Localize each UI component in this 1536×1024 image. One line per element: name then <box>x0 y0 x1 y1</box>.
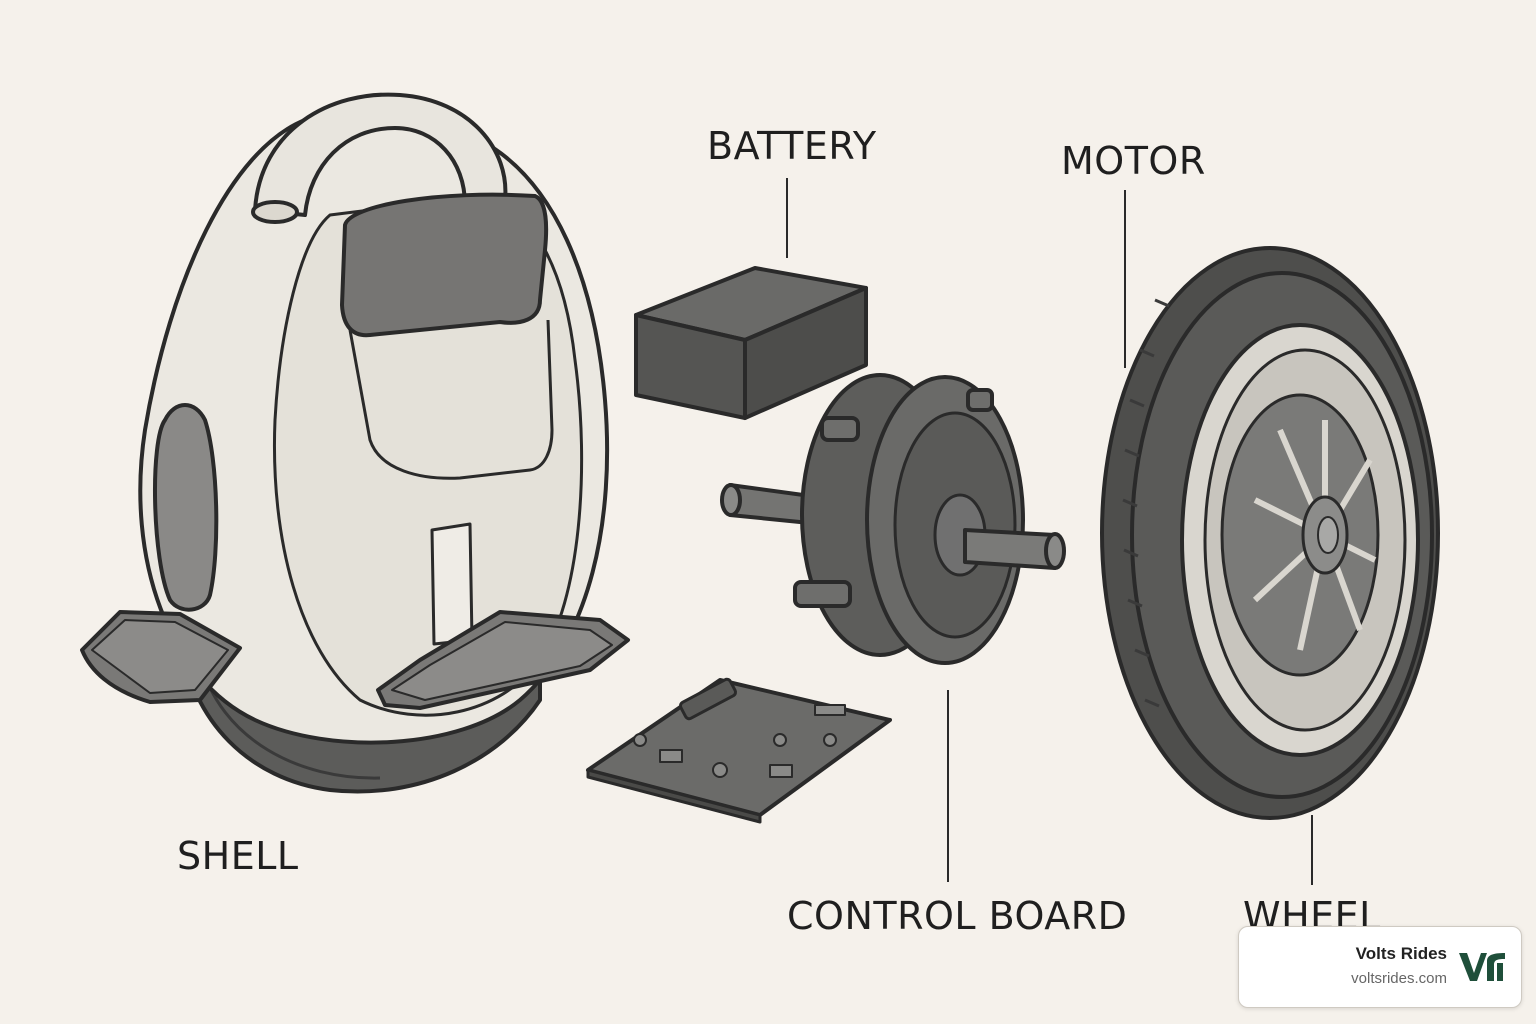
brand-url: voltsrides.com <box>1351 970 1447 987</box>
wheel-illustration <box>1100 246 1440 820</box>
shell-label: SHELL <box>177 834 299 878</box>
motor-label: MOTOR <box>1061 139 1206 183</box>
vr-monogram-logo-icon <box>1459 953 1505 981</box>
battery-illustration <box>634 266 868 420</box>
brand-badge[interactable]: Volts Rides voltsrides.com <box>1238 926 1522 1008</box>
control-board-illustration <box>586 677 892 824</box>
unicycle-shell-illustration <box>80 92 630 794</box>
control-board-label: CONTROL BOARD <box>787 894 1128 938</box>
brand-name: Volts Rides <box>1355 944 1447 963</box>
motor-illustration <box>720 373 1066 665</box>
battery-label: BATTERY <box>707 124 877 168</box>
